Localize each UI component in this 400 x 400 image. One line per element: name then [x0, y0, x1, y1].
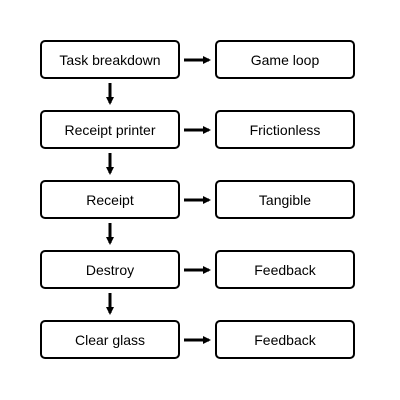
outcome-box-frictionless: Frictionless [215, 110, 355, 149]
step-box-receipt: Receipt [40, 180, 180, 219]
outcome-box-feedback: Feedback [215, 320, 355, 359]
step-label: Destroy [85, 261, 135, 278]
outcome-label: Tangible [258, 191, 312, 208]
outcome-label: Frictionless [249, 121, 321, 138]
step-box-task-breakdown: Task breakdown [40, 40, 180, 79]
step-label: Receipt [86, 191, 134, 208]
outcome-box-tangible: Tangible [215, 180, 355, 219]
step-label: Receipt printer [64, 121, 156, 138]
step-box-clear-glass: Clear glass [40, 320, 180, 359]
outcome-label: Feedback [254, 331, 316, 348]
outcome-label: Game loop [250, 51, 320, 68]
outcome-box-feedback: Feedback [215, 250, 355, 289]
step-box-destroy: Destroy [40, 250, 180, 289]
step-box-receipt-printer: Receipt printer [40, 110, 180, 149]
outcome-label: Feedback [254, 261, 316, 278]
step-label: Task breakdown [59, 51, 161, 68]
outcome-box-game-loop: Game loop [215, 40, 355, 79]
step-label: Clear glass [74, 331, 146, 348]
